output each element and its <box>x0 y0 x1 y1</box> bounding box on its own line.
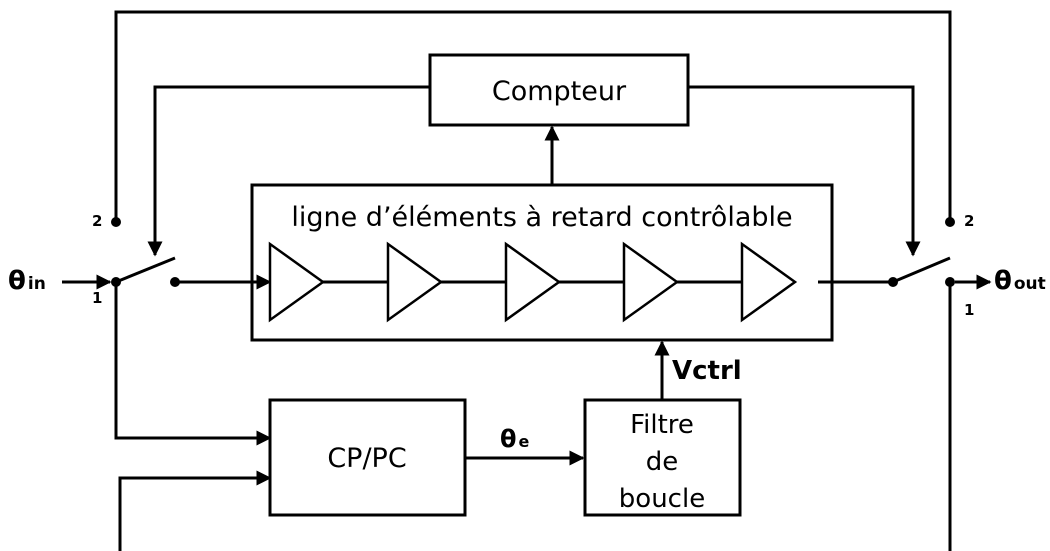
delay-element-chain <box>268 241 798 323</box>
loop-filter-label-1: Filtre <box>630 410 694 440</box>
delay-element-4 <box>622 241 680 323</box>
output-switch-label-1: 1 <box>964 301 974 319</box>
input-switch-label-1: 1 <box>92 289 102 307</box>
input-switch-pivot <box>170 277 180 287</box>
counter-box <box>428 53 690 127</box>
delay-line-box <box>250 183 834 342</box>
counter-label: Compteur <box>492 76 627 107</box>
input-switch-label-2: 2 <box>92 212 102 230</box>
loop-filter-label-3: boucle <box>619 484 705 514</box>
control-voltage-label: Vctrl <box>672 356 742 386</box>
delay-element-1 <box>268 241 326 323</box>
delay-element-2 <box>386 241 444 323</box>
input-switch-contact-2 <box>111 217 121 227</box>
loop-filter-label-2: de <box>646 447 679 477</box>
phase-comparator-label: CP/PC <box>327 443 406 474</box>
output-switch-contact-2 <box>945 217 955 227</box>
delay-line-label: ligne d’éléments à retard contrôlable <box>291 202 792 233</box>
delay-element-5 <box>740 241 798 323</box>
output-switch-label-2: 2 <box>964 212 974 230</box>
output-switch-pivot <box>888 277 898 287</box>
phase-comparator-box <box>268 398 467 517</box>
delay-element-3 <box>504 241 562 323</box>
loop-filter-box <box>583 398 742 517</box>
input-switch-blade <box>115 256 176 284</box>
output-switch-blade <box>892 256 951 284</box>
